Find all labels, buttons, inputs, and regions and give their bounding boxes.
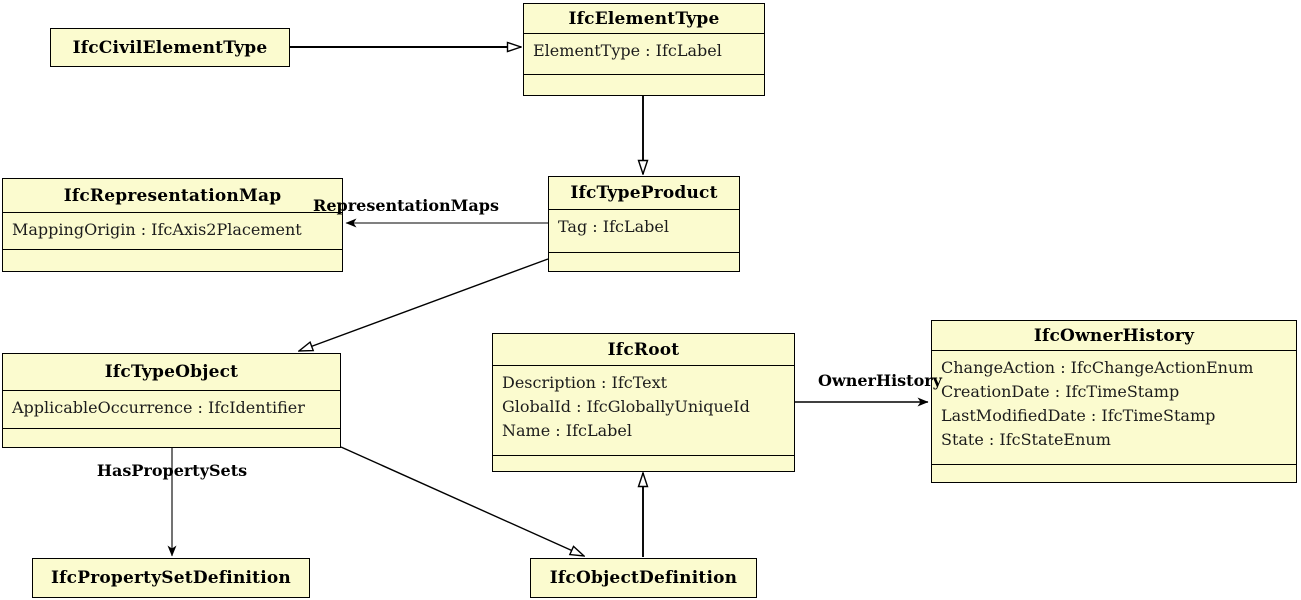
class-footer bbox=[524, 75, 764, 95]
class-attribute: Description : IfcText bbox=[502, 373, 668, 392]
class-attribute: ElementType : IfcLabel bbox=[533, 41, 722, 60]
class-ifctypeobject: IfcTypeObject ApplicableOccurrence : Ifc… bbox=[2, 353, 341, 448]
class-attributes: MappingOrigin : IfcAxis2Placement bbox=[3, 213, 342, 250]
class-title: IfcPropertySetDefinition bbox=[51, 568, 291, 588]
class-attributes: ElementType : IfcLabel bbox=[524, 34, 764, 75]
class-attribute: LastModifiedDate : IfcTimeStamp bbox=[941, 406, 1216, 425]
class-attribute: MappingOrigin : IfcAxis2Placement bbox=[12, 220, 302, 239]
class-title: IfcRepresentationMap bbox=[3, 179, 342, 213]
class-attributes: Description : IfcText GlobalId : IfcGlob… bbox=[493, 366, 794, 456]
class-attribute: Name : IfcLabel bbox=[502, 421, 632, 440]
class-attribute: State : IfcStateEnum bbox=[941, 430, 1111, 449]
representation-maps-label: RepresentationMaps bbox=[313, 196, 499, 215]
class-ifcroot: IfcRoot Description : IfcText GlobalId :… bbox=[492, 333, 795, 472]
class-title: IfcTypeObject bbox=[3, 354, 340, 391]
class-attribute: ChangeAction : IfcChangeActionEnum bbox=[941, 358, 1254, 377]
class-attributes: ApplicableOccurrence : IfcIdentifier bbox=[3, 391, 340, 429]
class-ifcobjectdefinition: IfcObjectDefinition bbox=[530, 558, 757, 598]
class-attribute: CreationDate : IfcTimeStamp bbox=[941, 382, 1180, 401]
class-ifcrepresentationmap: IfcRepresentationMap MappingOrigin : Ifc… bbox=[2, 178, 343, 272]
class-title: IfcRoot bbox=[493, 334, 794, 366]
class-footer bbox=[493, 456, 794, 471]
class-footer bbox=[549, 253, 739, 271]
class-ifccivilelementtype: IfcCivilElementType bbox=[50, 28, 290, 67]
class-footer bbox=[3, 429, 340, 447]
class-attribute: GlobalId : IfcGloballyUniqueId bbox=[502, 397, 750, 416]
class-title: IfcOwnerHistory bbox=[932, 321, 1296, 351]
class-attribute: ApplicableOccurrence : IfcIdentifier bbox=[12, 398, 305, 417]
class-title: IfcObjectDefinition bbox=[549, 568, 738, 588]
class-footer bbox=[932, 465, 1296, 482]
class-footer bbox=[3, 250, 342, 271]
class-title: IfcCivilElementType bbox=[72, 37, 268, 58]
class-ifctypeproduct: IfcTypeProduct Tag : IfcLabel bbox=[548, 176, 740, 272]
class-title: IfcTypeProduct bbox=[549, 177, 739, 210]
class-ifcelementtype: IfcElementType ElementType : IfcLabel bbox=[523, 3, 765, 96]
class-ifcpropertysetdefinition: IfcPropertySetDefinition bbox=[32, 558, 310, 598]
class-attributes: ChangeAction : IfcChangeActionEnum Creat… bbox=[932, 351, 1296, 465]
class-ifcownerhistory: IfcOwnerHistory ChangeAction : IfcChange… bbox=[931, 320, 1297, 483]
owner-history-label: OwnerHistory bbox=[818, 371, 942, 390]
class-attribute: Tag : IfcLabel bbox=[558, 217, 669, 236]
class-attributes: Tag : IfcLabel bbox=[549, 210, 739, 253]
has-property-sets-label: HasPropertySets bbox=[96, 461, 248, 480]
class-title: IfcElementType bbox=[524, 4, 764, 34]
